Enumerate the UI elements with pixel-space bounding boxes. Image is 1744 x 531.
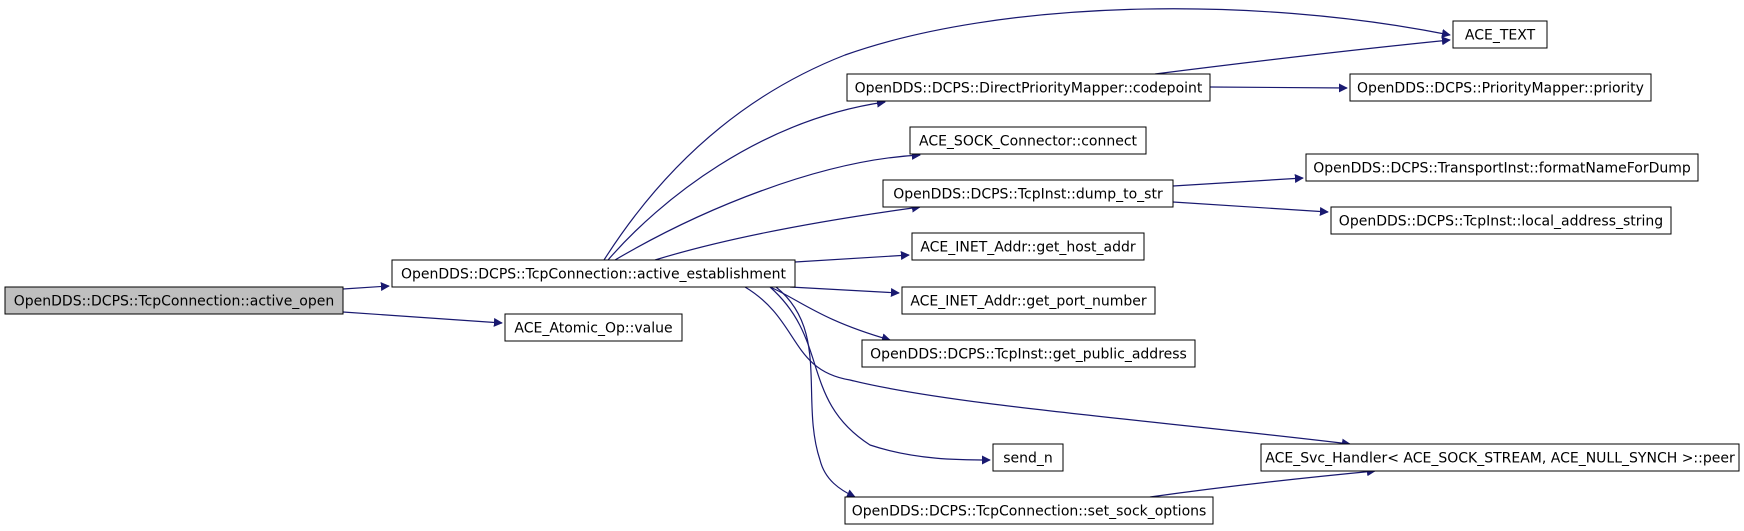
edge-line bbox=[769, 286, 991, 465]
node-box bbox=[992, 443, 1064, 472]
edge-line bbox=[342, 282, 390, 292]
edge-line bbox=[342, 311, 503, 327]
node-label: ACE_TEXT bbox=[1465, 28, 1536, 44]
edge-line bbox=[1209, 83, 1348, 93]
edge-active-establishment-to-connect bbox=[614, 150, 921, 261]
edge-dump-to-str-to-formatNameForDump bbox=[1172, 174, 1304, 187]
edge-line bbox=[1154, 36, 1451, 75]
node-ace-text[interactable]: ACE_TEXT bbox=[1452, 20, 1548, 49]
node-box bbox=[1349, 73, 1652, 102]
nodes-layer: OpenDDS::DCPS::TcpConnection::active_ope… bbox=[4, 20, 1740, 525]
edge-active-establishment-to-get-host-addr bbox=[794, 251, 910, 263]
node-local-address-string[interactable]: OpenDDS::DCPS::TcpInst::local_address_st… bbox=[1330, 206, 1672, 235]
node-label: ACE_SOCK_Connector::connect bbox=[919, 134, 1138, 150]
node-label: send_n bbox=[1003, 451, 1053, 467]
node-label: OpenDDS::DCPS::TcpInst::dump_to_str bbox=[893, 187, 1163, 203]
node-box bbox=[844, 496, 1214, 525]
edge-line bbox=[1172, 174, 1304, 187]
node-connect[interactable]: ACE_SOCK_Connector::connect bbox=[909, 126, 1147, 155]
edge-active-open-to-atomic-value bbox=[342, 311, 503, 327]
node-box bbox=[391, 259, 796, 288]
node-box bbox=[901, 286, 1156, 315]
node-box bbox=[882, 179, 1174, 208]
edges-layer bbox=[342, 8, 1451, 498]
node-priority[interactable]: OpenDDS::DCPS::PriorityMapper::priority bbox=[1349, 73, 1652, 102]
node-get-port-number[interactable]: ACE_INET_Addr::get_port_number bbox=[901, 286, 1156, 315]
edge-dump-to-str-to-local-address-string bbox=[1172, 201, 1329, 216]
edge-active-establishment-to-peer bbox=[744, 286, 1351, 448]
edge-line bbox=[794, 251, 910, 263]
edge-line bbox=[654, 203, 921, 261]
edge-line bbox=[614, 150, 921, 261]
node-active-establishment[interactable]: OpenDDS::DCPS::TcpConnection::active_est… bbox=[391, 259, 796, 288]
edge-active-establishment-to-set-sock-options bbox=[775, 286, 856, 498]
edge-line bbox=[789, 286, 900, 298]
node-box bbox=[861, 339, 1196, 368]
edge-line bbox=[769, 286, 891, 343]
node-send-n[interactable]: send_n bbox=[992, 443, 1064, 472]
edge-active-establishment-to-dump-to-str bbox=[654, 203, 921, 261]
edge-active-establishment-to-send-n bbox=[769, 286, 991, 465]
edge-active-establishment-to-get-public-address bbox=[769, 286, 891, 343]
edge-active-open-to-active-establishment bbox=[342, 282, 390, 292]
edge-line bbox=[1172, 201, 1329, 216]
node-codepoint[interactable]: OpenDDS::DCPS::DirectPriorityMapper::cod… bbox=[846, 73, 1211, 102]
node-label: ACE_INET_Addr::get_host_addr bbox=[920, 240, 1136, 256]
node-dump-to-str[interactable]: OpenDDS::DCPS::TcpInst::dump_to_str bbox=[882, 179, 1174, 208]
node-active-open: OpenDDS::DCPS::TcpConnection::active_ope… bbox=[4, 286, 344, 315]
node-box bbox=[1305, 153, 1699, 182]
node-get-host-addr[interactable]: ACE_INET_Addr::get_host_addr bbox=[911, 232, 1145, 261]
node-label: ACE_Atomic_Op::value bbox=[514, 321, 672, 337]
node-box bbox=[909, 126, 1147, 155]
edge-active-establishment-to-codepoint bbox=[607, 98, 886, 261]
edge-line bbox=[1149, 467, 1376, 498]
edge-active-establishment-to-ace-text bbox=[603, 8, 1451, 261]
edge-line bbox=[775, 286, 856, 498]
node-label: ACE_INET_Addr::get_port_number bbox=[910, 294, 1147, 310]
node-formatNameForDump[interactable]: OpenDDS::DCPS::TransportInst::formatName… bbox=[1305, 153, 1699, 182]
node-label: OpenDDS::DCPS::DirectPriorityMapper::cod… bbox=[855, 81, 1203, 97]
node-label: OpenDDS::DCPS::TransportInst::formatName… bbox=[1313, 161, 1691, 177]
node-get-public-address[interactable]: OpenDDS::DCPS::TcpInst::get_public_addre… bbox=[861, 339, 1196, 368]
node-label: OpenDDS::DCPS::TcpConnection::active_ope… bbox=[14, 294, 335, 310]
node-box bbox=[504, 313, 683, 342]
node-box bbox=[4, 286, 344, 315]
node-box bbox=[911, 232, 1145, 261]
node-box bbox=[1452, 20, 1548, 49]
edge-codepoint-to-ace-text bbox=[1154, 36, 1451, 75]
node-label: OpenDDS::DCPS::TcpInst::local_address_st… bbox=[1339, 214, 1663, 230]
node-box bbox=[1330, 206, 1672, 235]
edge-line bbox=[603, 8, 1451, 261]
edge-codepoint-to-priority bbox=[1209, 83, 1348, 93]
node-label: ACE_Svc_Handler< ACE_SOCK_STREAM, ACE_NU… bbox=[1265, 451, 1735, 467]
edge-line bbox=[607, 98, 886, 261]
edge-set-sock-options-to-peer bbox=[1149, 467, 1376, 498]
node-atomic-value[interactable]: ACE_Atomic_Op::value bbox=[504, 313, 683, 342]
node-box bbox=[1260, 443, 1740, 472]
edge-line bbox=[744, 286, 1351, 448]
node-label: OpenDDS::DCPS::TcpConnection::active_est… bbox=[401, 267, 786, 283]
edge-active-establishment-to-get-port-number bbox=[789, 286, 900, 298]
node-box bbox=[846, 73, 1211, 102]
node-label: OpenDDS::DCPS::TcpConnection::set_sock_o… bbox=[852, 504, 1207, 520]
node-set-sock-options[interactable]: OpenDDS::DCPS::TcpConnection::set_sock_o… bbox=[844, 496, 1214, 525]
node-label: OpenDDS::DCPS::PriorityMapper::priority bbox=[1357, 81, 1644, 97]
node-peer[interactable]: ACE_Svc_Handler< ACE_SOCK_STREAM, ACE_NU… bbox=[1260, 443, 1740, 472]
node-label: OpenDDS::DCPS::TcpInst::get_public_addre… bbox=[870, 347, 1187, 363]
